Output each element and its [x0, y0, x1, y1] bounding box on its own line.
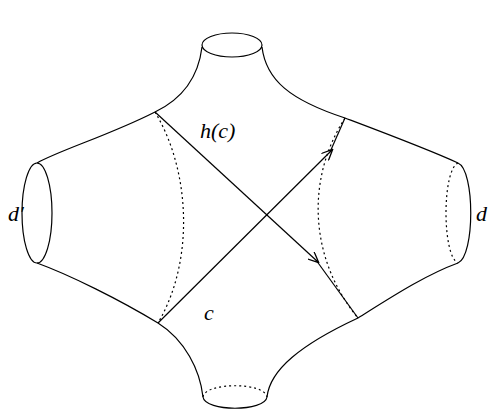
bottom-boundary-back	[203, 386, 267, 397]
outline	[37, 263, 203, 397]
curve-c	[330, 118, 345, 152]
outline	[267, 263, 458, 397]
curve-c	[158, 150, 332, 323]
top-boundary	[202, 33, 262, 57]
curve-hc	[155, 112, 318, 262]
bottom-boundary-front	[203, 397, 267, 408]
outline	[37, 47, 202, 163]
right-boundary-front	[458, 163, 471, 263]
curve-back	[155, 112, 184, 323]
left-boundary	[22, 163, 52, 263]
curve-label: c	[204, 302, 214, 324]
boundary-label: d	[476, 203, 487, 225]
curve-label: h(c)	[200, 120, 235, 142]
curve-back	[318, 118, 358, 318]
outline	[262, 47, 458, 163]
right-boundary-back	[446, 163, 458, 263]
boundary-label: d′	[8, 203, 24, 225]
curve-hc	[316, 260, 358, 318]
